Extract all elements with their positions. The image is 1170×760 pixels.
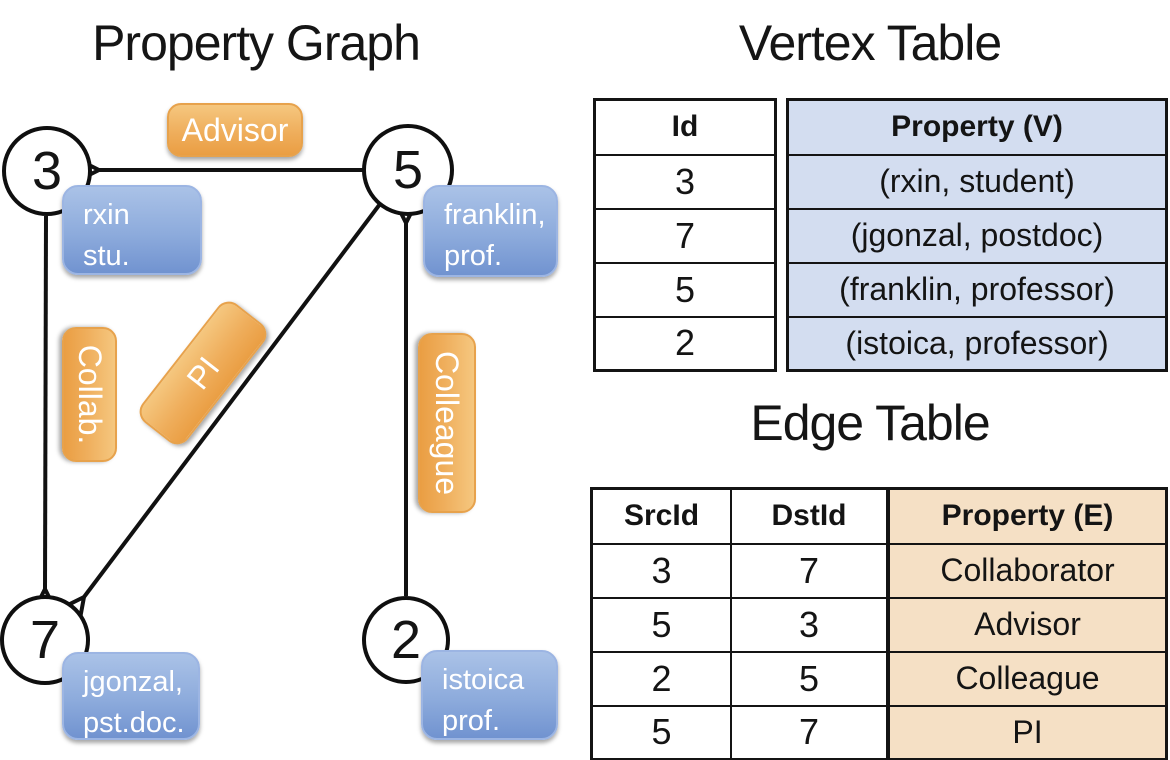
table-header-row: Property (V) <box>786 98 1168 156</box>
vertex-table-title: Vertex Table <box>738 15 1002 71</box>
vertex-property-cell: (istoica, professor) <box>786 315 1168 372</box>
vertex-table-id-column: Id 3 7 5 2 <box>593 98 777 372</box>
node-id-label: 5 <box>392 140 424 200</box>
vertex-property-box-rxin: rxin stu. <box>62 185 202 275</box>
table-row: (rxin, student) <box>786 153 1168 210</box>
edge-arrow-collab-3to7 <box>31 215 58 614</box>
vertex-property-cell: (franklin, professor) <box>786 261 1168 318</box>
vertex-id-cell: 2 <box>593 315 777 372</box>
edge-label-collab: Collab. <box>62 327 117 462</box>
table-row: PI <box>887 704 1168 760</box>
table-row: 3 7 <box>590 542 889 599</box>
node-id-label: 3 <box>31 141 63 201</box>
vertex-table-property-column: Property (V) (rxin, student) (jgonzal, p… <box>786 98 1168 372</box>
edge-property-cell: Advisor <box>887 596 1168 653</box>
node-id-label: 7 <box>29 610 61 670</box>
vertex-property-box-istoica: istoica prof. <box>421 650 558 740</box>
edge-property-cell: PI <box>887 704 1168 760</box>
edge-table-property-column: Property (E) Collaborator Advisor Collea… <box>887 487 1168 760</box>
property-graph-title: Property Graph <box>92 15 421 71</box>
table-row: 2 <box>593 315 777 372</box>
table-row: 7 <box>593 207 777 264</box>
table-row: Advisor <box>887 596 1168 653</box>
table-row: 5 <box>593 261 777 318</box>
vertex-property-line: stu. <box>83 240 130 272</box>
edge-property-header: Property (E) <box>887 487 1168 545</box>
table-row: (istoica, professor) <box>786 315 1168 372</box>
edge-dstid-cell: 3 <box>730 596 889 653</box>
graph-node-2: 2 <box>362 596 450 684</box>
edge-dstid-cell: 7 <box>730 542 889 599</box>
vertex-id-cell: 5 <box>593 261 777 318</box>
vertex-property-line: pst.doc. <box>83 707 185 739</box>
table-row: 5 3 <box>590 596 889 653</box>
table-row: 5 7 <box>590 704 889 760</box>
vertex-property-cell: (jgonzal, postdoc) <box>786 207 1168 264</box>
node-id-label: 2 <box>390 610 422 670</box>
edge-srcid-header: SrcId <box>590 487 732 545</box>
table-header-row: Id <box>593 98 777 156</box>
edge-srcid-cell: 5 <box>590 704 732 760</box>
vertex-id-cell: 3 <box>593 153 777 210</box>
edge-arrow-pi-5to7 <box>59 202 382 624</box>
edge-dstid-header: DstId <box>730 487 889 545</box>
table-row: Collaborator <box>887 542 1168 599</box>
vertex-property-line: franklin, <box>444 199 546 231</box>
vertex-property-box-jgonzal: jgonzal, pst.doc. <box>62 652 200 740</box>
edge-label-colleague: Colleague <box>418 333 476 513</box>
table-row: Colleague <box>887 650 1168 707</box>
vertex-id-header: Id <box>593 98 777 156</box>
edge-srcid-cell: 5 <box>590 596 732 653</box>
edge-table-title: Edge Table <box>750 395 990 451</box>
edge-dstid-cell: 7 <box>730 704 889 760</box>
vertex-property-box-franklin: franklin, prof. <box>423 185 558 277</box>
edge-srcid-cell: 3 <box>590 542 732 599</box>
vertex-property-cell: (rxin, student) <box>786 153 1168 210</box>
edge-dstid-cell: 5 <box>730 650 889 707</box>
edge-table-id-columns: SrcId DstId 3 7 5 3 2 5 5 7 <box>590 487 889 760</box>
table-header-row: SrcId DstId <box>590 487 889 545</box>
table-row: (jgonzal, postdoc) <box>786 207 1168 264</box>
table-header-row: Property (E) <box>887 487 1168 545</box>
edge-property-cell: Colleague <box>887 650 1168 707</box>
vertex-property-line: istoica <box>442 664 525 696</box>
vertex-property-line: rxin <box>83 199 130 231</box>
edge-property-cell: Collaborator <box>887 542 1168 599</box>
edge-srcid-cell: 2 <box>590 650 732 707</box>
table-row: (franklin, professor) <box>786 261 1168 318</box>
table-row: 3 <box>593 153 777 210</box>
table-row: 2 5 <box>590 650 889 707</box>
vertex-property-line: prof. <box>442 705 501 737</box>
vertex-property-line: prof. <box>444 240 503 272</box>
vertex-property-line: jgonzal, <box>83 666 183 698</box>
vertex-property-header: Property (V) <box>786 98 1168 156</box>
edge-label-advisor: Advisor <box>167 103 303 157</box>
graph-edges-layer <box>31 157 419 624</box>
vertex-id-cell: 7 <box>593 207 777 264</box>
